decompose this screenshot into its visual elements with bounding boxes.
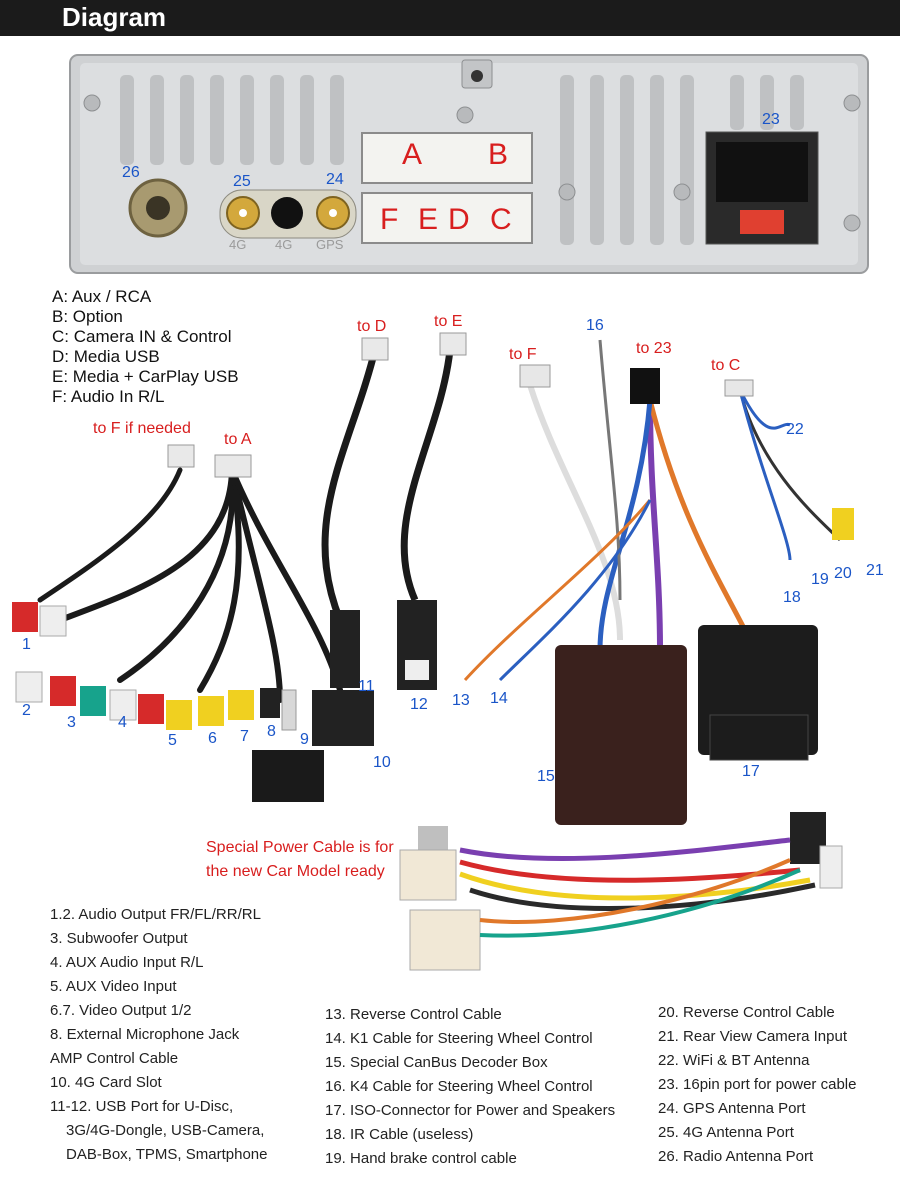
list-item: 4. AUX Audio Input R/L <box>50 954 204 971</box>
item-number-13: 13 <box>452 692 470 709</box>
item-number-14: 14 <box>490 690 508 707</box>
list-item: 20. Reverse Control Cable <box>658 1004 835 1021</box>
unit-number-26: 26 <box>122 164 140 181</box>
legend-item: D: Media USB <box>52 347 160 366</box>
item-number-5: 5 <box>168 732 177 749</box>
list-item: 3G/4G-Dongle, USB-Camera, <box>66 1122 265 1139</box>
item-number-10: 10 <box>373 754 391 771</box>
list-item: 1.2. Audio Output FR/FL/RR/RL <box>50 906 261 923</box>
label-to-f: to F <box>509 346 537 363</box>
list-item: 26. Radio Antenna Port <box>658 1148 814 1165</box>
legend-item: C: Camera IN & Control <box>52 327 232 346</box>
connector-label-d: D <box>448 203 470 236</box>
parts-list-left: 1.2. Audio Output FR/FL/RR/RL 3. Subwoof… <box>50 903 267 1167</box>
unit-number-23: 23 <box>762 111 780 128</box>
small-connectors <box>167 332 467 478</box>
list-item: 13. Reverse Control Cable <box>325 1006 502 1023</box>
item-number-1: 1 <box>22 636 31 653</box>
item-number-15: 15 <box>537 768 555 785</box>
connector-label-c: C <box>490 203 512 236</box>
list-item: 19. Hand brake control cable <box>325 1150 517 1167</box>
item-number-11: 11 <box>358 678 375 695</box>
label-to-23: to 23 <box>636 340 672 357</box>
item-number-18: 18 <box>783 589 801 606</box>
list-item: 10. 4G Card Slot <box>50 1074 162 1091</box>
unit-number-24: 24 <box>326 171 344 188</box>
connector-label-a: A <box>402 138 423 171</box>
rca-plugs <box>12 602 374 802</box>
list-item: 24. GPS Antenna Port <box>658 1100 806 1117</box>
list-item: 22. WiFi & BT Antenna <box>658 1052 810 1069</box>
port-label-gps: GPS <box>316 237 344 252</box>
port-label-4g-2: 4G <box>275 237 293 252</box>
item-number-2: 2 <box>22 702 31 719</box>
item-number-20: 20 <box>834 565 852 582</box>
legend-item: A: Aux / RCA <box>52 287 152 306</box>
canbus-harness <box>463 339 842 682</box>
item-number-9: 9 <box>300 731 309 748</box>
connector-legend: A: Aux / RCA B: Option C: Camera IN & Co… <box>52 287 239 407</box>
list-item: 3. Subwoofer Output <box>50 930 188 947</box>
legend-item: B: Option <box>52 307 123 326</box>
label-to-e: to E <box>434 313 463 330</box>
legend-item: F: Audio In R/L <box>52 387 165 406</box>
list-item: AMP Control Cable <box>50 1050 179 1067</box>
special-power-cable <box>399 812 843 971</box>
label-to-d: to D <box>357 318 387 335</box>
list-item: 21. Rear View Camera Input <box>658 1028 847 1045</box>
canbus-box <box>519 364 854 825</box>
list-item: 6.7. Video Output 1/2 <box>50 1002 192 1019</box>
parts-list-right: 20. Reverse Control Cable 21. Rear View … <box>658 1001 856 1169</box>
list-item: 17. ISO-Connector for Power and Speakers <box>325 1102 616 1119</box>
list-item: 14. K1 Cable for Steering Wheel Control <box>325 1030 593 1047</box>
page-title: Diagram <box>62 2 167 32</box>
item-number-8: 8 <box>267 723 276 740</box>
item-number-4: 4 <box>118 714 127 731</box>
item-number-7: 7 <box>240 728 249 745</box>
special-power-cable-note: Special Power Cable is for the new Car M… <box>206 836 394 884</box>
list-item: DAB-Box, TPMS, Smartphone <box>66 1146 268 1163</box>
connector-label-e: E <box>418 203 439 236</box>
item-number-6: 6 <box>208 730 217 747</box>
list-item: 11-12. USB Port for U-Disc, <box>50 1098 234 1115</box>
head-unit-back-panel <box>69 54 869 274</box>
header-bar: Diagram <box>0 0 900 36</box>
item-number-16: 16 <box>586 317 604 334</box>
parts-list-middle: 13. Reverse Control Cable 14. K1 Cable f… <box>325 1003 615 1171</box>
port-label-4g-1: 4G <box>229 237 247 252</box>
unit-number-25: 25 <box>233 173 251 190</box>
connector-label-f: F <box>380 203 399 236</box>
list-item: 5. AUX Video Input <box>50 978 177 995</box>
list-item: 25. 4G Antenna Port <box>658 1124 794 1141</box>
note-line: Special Power Cable is for <box>206 839 394 856</box>
legend-item: E: Media + CarPlay USB <box>52 367 239 386</box>
item-number-3: 3 <box>67 714 76 731</box>
note-line: the new Car Model ready <box>206 863 385 880</box>
list-item: 23. 16pin port for power cable <box>658 1076 857 1093</box>
label-to-c: to C <box>711 357 741 374</box>
list-item: 18. IR Cable (useless) <box>325 1126 474 1143</box>
usb-cables <box>321 349 454 690</box>
rca-cable-bundle <box>37 467 343 703</box>
item-number-19: 19 <box>811 571 829 588</box>
item-number-22: 22 <box>786 421 804 438</box>
list-item: 8. External Microphone Jack <box>50 1026 240 1043</box>
item-number-21: 21 <box>866 562 884 579</box>
item-number-17: 17 <box>742 763 760 780</box>
list-item: 15. Special CanBus Decoder Box <box>325 1054 548 1071</box>
label-to-f-if-needed: to F if needed <box>93 420 191 437</box>
connector-label-b: B <box>488 138 509 171</box>
list-item: 16. K4 Cable for Steering Wheel Control <box>325 1078 593 1095</box>
item-number-12: 12 <box>410 696 428 713</box>
label-to-a: to A <box>224 431 252 448</box>
